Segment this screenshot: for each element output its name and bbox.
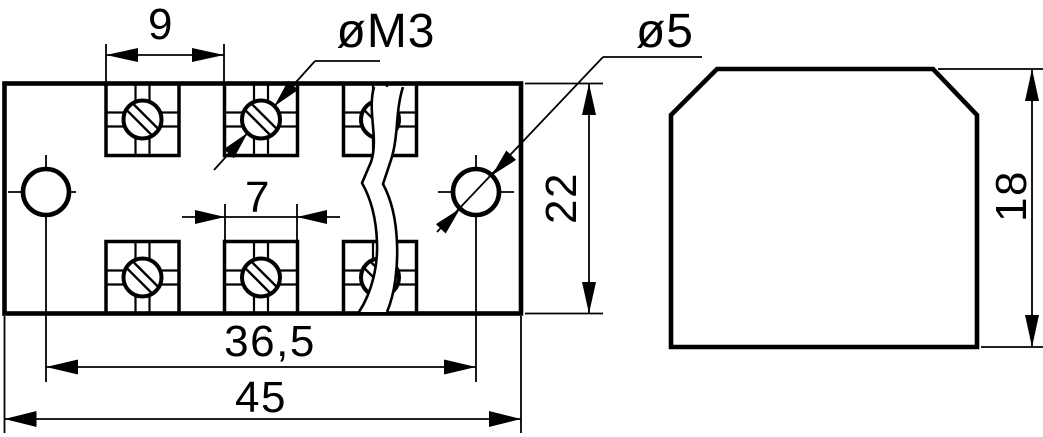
arrowhead-bottom (1025, 315, 1039, 347)
screw-slot (126, 109, 153, 136)
dimension-hole-spacing: 36,5 (46, 317, 476, 375)
dimension-label-body-depth: 22 (537, 172, 586, 224)
arrowhead-bottom (582, 282, 596, 314)
terminal-screw (104, 81, 181, 158)
dimension-label-clamp-width: 7 (245, 173, 271, 222)
screw-slot (244, 267, 271, 294)
arrowhead-top (1025, 69, 1039, 101)
screw-head (121, 256, 164, 299)
callout-label-hole-diameter: ø5 (636, 5, 694, 58)
arrowhead-right (297, 210, 327, 224)
break-wave-left (357, 86, 379, 313)
dimension-body-width: 45 (3, 316, 522, 433)
dimension-clamp-width: 7 (182, 173, 340, 241)
screw-slot (126, 267, 153, 294)
screw-slot (244, 109, 271, 136)
dimension-terminal-pitch: 9 (105, 0, 225, 84)
side-view (668, 66, 980, 350)
dimension-label-terminal-pitch: 9 (148, 0, 174, 49)
dimension-label-hole-spacing: 36,5 (224, 317, 316, 366)
dimensions-layer: 9 7 36,5 45 (3, 0, 1043, 433)
arrowhead-left (195, 210, 225, 224)
callout-hole-diameter: ø5 (435, 5, 702, 234)
dimension-profile-height: 18 (938, 68, 1043, 348)
arrowhead-lower (223, 132, 248, 159)
arrowhead-left (106, 48, 138, 62)
screw-cavity (222, 239, 300, 316)
terminal-screw (222, 239, 300, 316)
screw-slot (251, 261, 278, 288)
arrowhead-upper (491, 150, 517, 176)
arrowhead-top (582, 83, 596, 115)
callout-label-screw-thread: øM3 (337, 5, 436, 58)
arrowhead-right (444, 359, 476, 375)
arrowhead-lower (435, 208, 461, 234)
arrowhead-left (4, 411, 37, 427)
side-view-outline (668, 66, 980, 350)
arrowhead-right (192, 48, 224, 62)
dimension-body-depth: 22 (525, 82, 603, 315)
leader-line (436, 56, 604, 233)
screw-head (240, 256, 282, 299)
mounting-hole-left (8, 155, 76, 382)
screw-head (240, 98, 282, 141)
screw-cavity (104, 239, 181, 316)
break-line (357, 86, 405, 313)
dimension-label-profile-height: 18 (987, 170, 1036, 222)
arrowhead-right (489, 411, 521, 427)
terminal-screw (104, 239, 181, 316)
break-wave-right (381, 86, 405, 313)
terminal-screw (222, 81, 300, 158)
screw-cavity (104, 81, 181, 158)
screw-slot (132, 261, 159, 288)
arrowhead-upper (274, 80, 299, 107)
break-band-fill (359, 87, 403, 312)
screw-slot (132, 103, 159, 130)
screw-cavity (222, 81, 300, 158)
screw-head (121, 98, 164, 141)
callout-screw-thread: øM3 (213, 5, 436, 171)
screw-slot (251, 103, 278, 130)
arrowhead-left (46, 359, 78, 375)
dimension-label-body-width: 45 (235, 373, 287, 422)
hole-circle (20, 166, 72, 218)
